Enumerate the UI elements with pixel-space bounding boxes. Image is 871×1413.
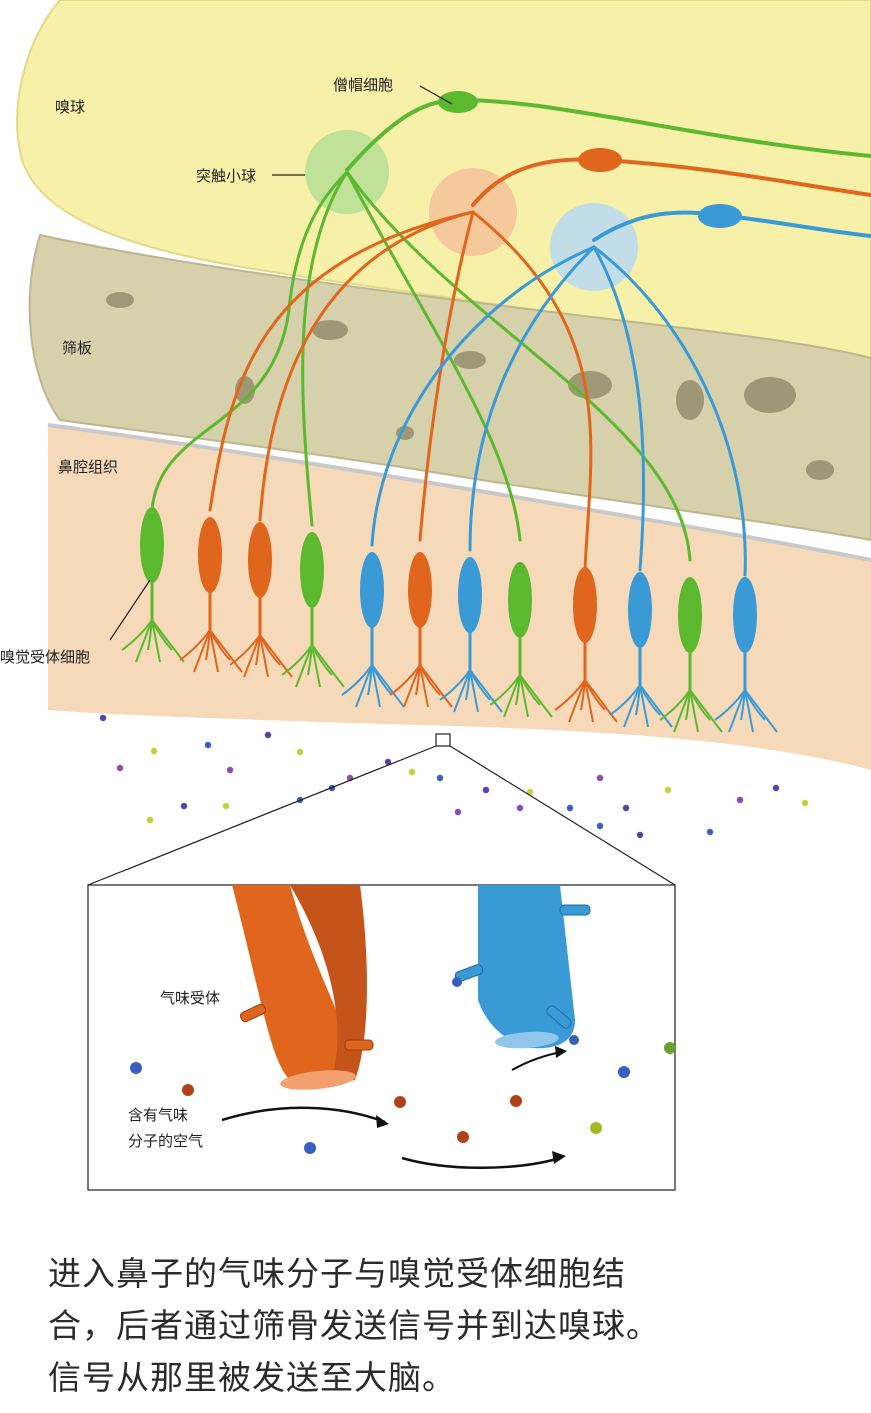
odor-molecule-dot: [801, 799, 809, 807]
odor-molecule-dot: [99, 714, 107, 722]
receptor-cilium: [689, 689, 723, 733]
receptor-cell-body: [140, 507, 164, 583]
odor-molecule-dot: [664, 786, 672, 794]
odor-molecule-dot: [526, 788, 534, 796]
odor-molecule-dot: [596, 774, 604, 782]
zoom-source-box: [435, 733, 451, 747]
receptor-cilium: [209, 629, 243, 673]
label-air-line1: 含有气味: [128, 1106, 188, 1124]
receptor-cell-body: [678, 577, 702, 653]
odor-molecule-dot: [482, 786, 490, 794]
odor-molecule-dot: [384, 758, 392, 766]
odor-molecule-dot: [146, 816, 154, 824]
caption-line2: 合，后者通过筛骨发送信号并到达嗅球。: [48, 1306, 660, 1345]
receptor-cell-body: [458, 557, 482, 633]
receptor-cell-body: [300, 532, 324, 608]
odor-molecule-dot: [436, 774, 444, 782]
receptor-cell-body: [408, 552, 432, 628]
odor-molecule-dot: [296, 748, 304, 756]
odor-molecule-dot: [622, 804, 630, 812]
label-olfactory-bulb: 嗅球: [55, 98, 85, 116]
odor-molecule-dot: [264, 731, 272, 739]
odor-molecule-dot: [116, 764, 124, 772]
receptor-cilium: [311, 644, 345, 688]
receptor-cilium: [259, 634, 293, 678]
odor-molecule-dot: [706, 828, 714, 836]
receptor-cilium: [469, 669, 503, 713]
receptor-cilium: [519, 674, 553, 718]
tissue-border: [47, 423, 871, 562]
odor-molecule-dot: [566, 804, 574, 812]
caption-line3: 信号从那里被发送至大脑。: [48, 1358, 456, 1397]
label-cribriform-plate: 筛板: [62, 339, 92, 357]
cribriform-plate-shape: [28, 233, 871, 542]
label-mitral-cell: 僧帽细胞: [333, 76, 393, 94]
receptor-cilium: [419, 664, 453, 708]
receptor-cilium: [744, 689, 778, 733]
zoom-connector-right: [449, 745, 676, 886]
leader-lines: [109, 85, 453, 641]
receptor-cell-body: [198, 517, 222, 593]
odor-molecule-dot: [204, 741, 212, 749]
label-air-line2: 分子的空气: [128, 1132, 203, 1150]
odor-molecule-dot: [150, 747, 158, 755]
receptor-cell-body: [508, 562, 532, 638]
odor-molecule-dot: [596, 822, 604, 830]
caption-line1: 进入鼻子的气味分子与嗅觉受体细胞结: [48, 1254, 626, 1293]
odor-molecule-dot: [408, 768, 416, 776]
receptor-cilium: [639, 684, 673, 728]
receptor-cilium: [151, 619, 185, 663]
odor-molecule-dot: [736, 796, 744, 804]
receptor-cell-body: [360, 552, 384, 628]
odor-molecule-dot: [222, 802, 230, 810]
label-receptor-cell: 嗅觉受体细胞: [0, 648, 90, 666]
caption: 进入鼻子的气味分子与嗅觉受体细胞结 合，后者通过筛骨发送信号并到达嗅球。 信号从…: [48, 1248, 848, 1404]
zoom-connector-left: [87, 745, 437, 886]
receptor-cell-body: [573, 567, 597, 643]
label-glomerulus: 突触小球: [196, 167, 256, 185]
label-odor-receptor: 气味受体: [160, 989, 220, 1007]
receptor-cell-body: [628, 572, 652, 648]
receptor-cells: [121, 507, 778, 733]
receptor-cell-body: [248, 522, 272, 598]
odor-molecule-dot: [180, 802, 188, 810]
axons: [150, 170, 747, 577]
odor-molecule-dot: [636, 831, 644, 839]
mitral-cells: [345, 91, 871, 242]
label-nasal-tissue: 鼻腔组织: [58, 458, 118, 476]
odor-molecule-dot: [226, 766, 234, 774]
odor-molecule-dot: [454, 808, 462, 816]
receptor-cell-body: [733, 577, 757, 653]
odor-molecule-dot: [516, 804, 524, 812]
odor-molecule-dot: [772, 784, 780, 792]
receptor-cilium: [584, 679, 618, 723]
inset-panel: 气味受体 含有气味 分子的空气: [87, 884, 676, 1191]
receptor-cilium: [371, 664, 405, 708]
